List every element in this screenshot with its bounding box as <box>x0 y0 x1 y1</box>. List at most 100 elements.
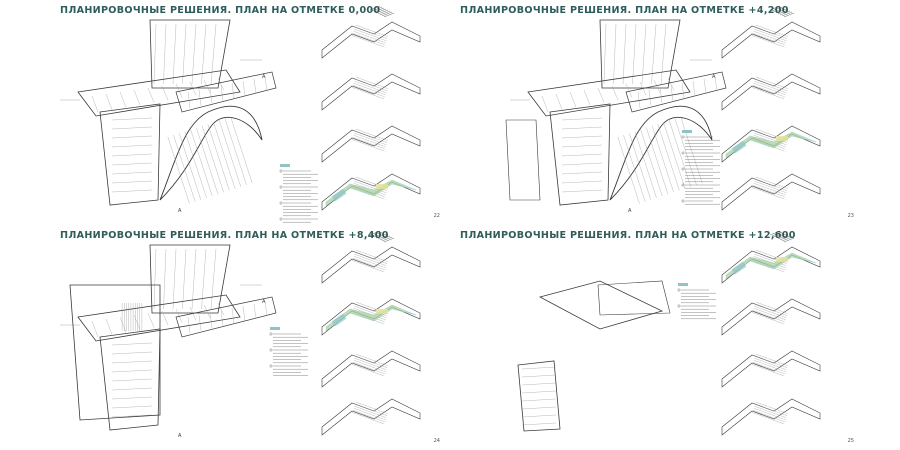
site-hatch-line <box>352 87 385 100</box>
site-hatch-line <box>753 31 786 44</box>
site-hatch-line <box>352 410 385 423</box>
legend-bullet <box>681 151 685 155</box>
room-partition <box>187 316 191 334</box>
site-hatch-line <box>354 405 387 418</box>
site-hatch-line <box>230 116 253 184</box>
room-partition <box>111 153 153 157</box>
site-hatch-line <box>352 139 385 152</box>
site-hatch-line <box>352 137 385 150</box>
room-partition <box>133 314 141 330</box>
site-hatch-line <box>352 35 385 48</box>
site-hatch-line <box>640 129 663 197</box>
site-hatch-line <box>207 123 230 191</box>
panel-plan-4200: ПЛАНИРОВОЧНЫЕ РЕШЕНИЯ. ПЛАН НА ОТМЕТКЕ +… <box>450 0 900 225</box>
site-hatch-line <box>753 183 786 196</box>
room-partition <box>521 414 557 418</box>
room-partition <box>651 23 657 85</box>
legend-bullet <box>279 169 283 173</box>
room-partition <box>153 248 157 310</box>
site-hatch-line <box>668 120 691 187</box>
room-partition <box>242 305 246 322</box>
site-hatch-line <box>753 83 786 96</box>
stair-line <box>375 233 387 239</box>
site-hatch-line <box>173 135 196 202</box>
panel-title: ПЛАНИРОВОЧНЫЕ РЕШЕНИЯ. ПЛАН НА ОТМЕТКЕ +… <box>460 230 796 241</box>
building-wing-east <box>625 71 727 113</box>
room-partition <box>111 162 153 166</box>
stair-line <box>769 230 781 236</box>
site-hatch-line <box>657 123 680 191</box>
site-hatch-line <box>353 83 386 96</box>
stair-line <box>779 235 791 241</box>
room-partition <box>161 85 169 101</box>
building-wing-west <box>505 119 541 201</box>
site-hatch-line <box>353 408 386 421</box>
panel-plan-8400: ПЛАНИРОВОЧНЫЕ РЕШЕНИЯ. ПЛАН НА ОТМЕТКЕ +… <box>0 225 450 450</box>
building-wing-south <box>99 328 161 431</box>
axis-mark: А <box>178 433 182 439</box>
room-partition <box>111 180 153 184</box>
room-partition <box>220 85 224 101</box>
building-wing-north <box>599 19 681 89</box>
room-partition <box>561 126 603 130</box>
room-partition <box>111 135 153 139</box>
room-partition <box>111 117 153 121</box>
room-partition <box>182 248 187 310</box>
site-hatch-line <box>752 87 785 100</box>
room-partition <box>231 308 235 324</box>
site-hatch-line <box>754 28 787 41</box>
room-partition <box>111 378 153 382</box>
site-hatch-line <box>352 260 385 273</box>
site-hatch-line <box>352 362 385 375</box>
legend-bullet <box>279 185 283 189</box>
legend-bullet <box>269 332 273 336</box>
room-partition <box>111 405 153 409</box>
site-hatch-line <box>755 353 788 366</box>
legend-bullet <box>279 217 283 221</box>
site-hatch-line <box>634 131 657 198</box>
stair-line <box>373 232 385 238</box>
room-partition <box>681 83 685 99</box>
room-partition <box>198 314 202 331</box>
building-wing-east <box>175 296 277 338</box>
site-hatch-line <box>629 133 652 200</box>
stair-line <box>371 231 383 237</box>
floor-plan-drawing: АА <box>60 230 421 439</box>
room-partition <box>561 171 603 175</box>
room-partition <box>175 308 183 323</box>
page-number: 22 <box>433 213 440 219</box>
site-hatch-line <box>755 24 788 37</box>
room-partition <box>111 369 153 373</box>
room-partition <box>264 76 268 92</box>
room-partition <box>203 304 211 318</box>
site-hatch-line <box>752 364 785 377</box>
highlighted-zone-yellow <box>376 309 388 314</box>
stair-line <box>775 233 787 239</box>
room-partition <box>667 77 675 91</box>
highlighted-zone-teal <box>331 313 347 327</box>
site-hatch-line <box>355 26 388 39</box>
room-partition <box>561 135 603 139</box>
site-hatch-line <box>355 249 388 262</box>
site-hatch-line <box>754 180 787 193</box>
building-wing-central <box>77 294 241 342</box>
panel-title: ПЛАНИРОВОЧНЫЕ РЕШЕНИЯ. ПЛАН НА ОТМЕТКЕ +… <box>460 5 789 16</box>
legend-bullet <box>279 201 283 205</box>
room-partition <box>203 79 211 93</box>
stair-line <box>381 236 393 242</box>
room-partition <box>637 91 641 109</box>
site-hatch-line <box>754 80 787 93</box>
site-hatch-line <box>752 35 785 48</box>
stair-line <box>771 6 783 12</box>
room-partition <box>111 351 153 355</box>
site-hatch-line <box>355 78 388 91</box>
site-hatch-line <box>355 251 388 264</box>
site-hatch-line <box>355 401 388 414</box>
stair-line <box>781 236 793 242</box>
site-hatch-line <box>755 301 788 314</box>
room-partition <box>133 89 141 105</box>
room-partition <box>111 360 153 364</box>
axis-mark: А <box>262 74 266 80</box>
room-partition <box>521 406 557 410</box>
room-partition <box>253 303 257 319</box>
